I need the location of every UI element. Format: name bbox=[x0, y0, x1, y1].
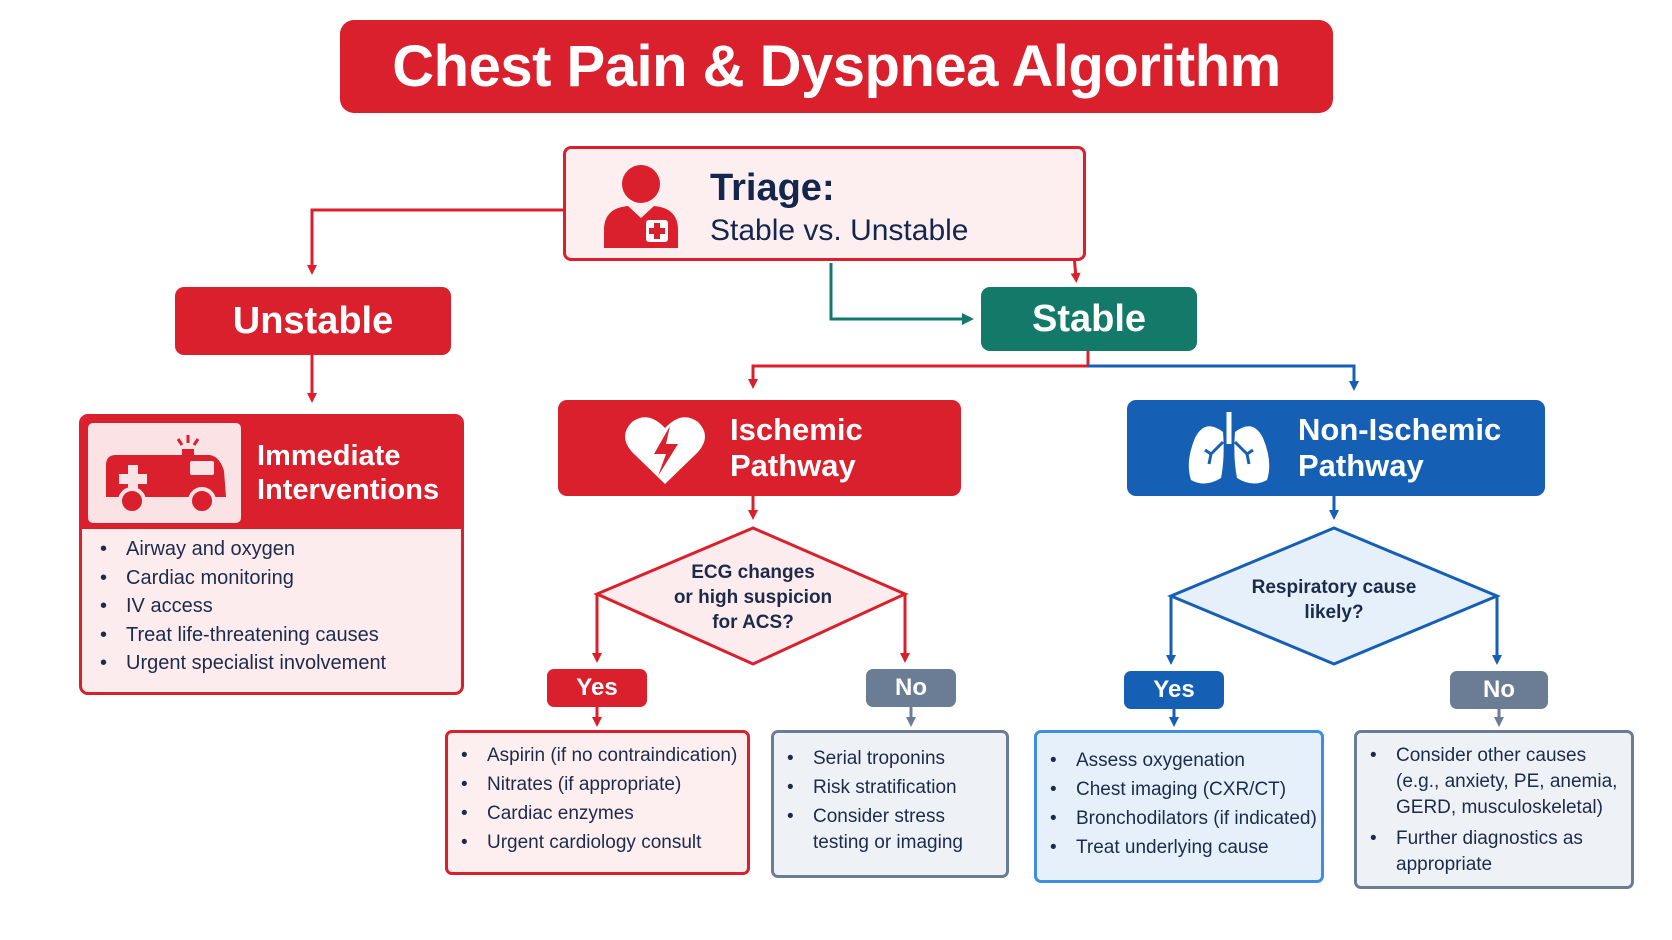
list-item: Further diagnostics as appropriate bbox=[1370, 826, 1631, 878]
acs-question-line2: or high suspicion bbox=[673, 587, 833, 608]
medical-person-icon bbox=[604, 165, 678, 248]
acs-no-label: No bbox=[866, 669, 956, 707]
respiratory-question: Respiratory cause likely? bbox=[1234, 575, 1434, 625]
acs-yes-actions-box: Aspirin (if no contraindication) Nitrate… bbox=[445, 730, 750, 875]
triage-subtitle: Stable vs. Unstable bbox=[710, 214, 969, 247]
arrow-stable-ischemic bbox=[748, 351, 1090, 389]
stable-node: Stable bbox=[981, 287, 1197, 351]
non-ischemic-label-line2: Pathway bbox=[1298, 448, 1424, 483]
triage-title: Triage: bbox=[710, 167, 835, 209]
respiratory-question-line1: Respiratory cause bbox=[1251, 577, 1417, 598]
list-item: IV access bbox=[100, 592, 461, 621]
list-item: Cardiac monitoring bbox=[100, 564, 461, 593]
respiratory-decision-diamond bbox=[1167, 526, 1501, 666]
non-ischemic-label-line1: Non-Ischemic bbox=[1298, 412, 1502, 447]
ischemic-label-line2: Pathway bbox=[730, 448, 856, 483]
ischemic-label: Ischemic Pathway bbox=[730, 412, 863, 484]
list-item: Urgent cardiology consult bbox=[461, 828, 747, 857]
acs-yes-label: Yes bbox=[547, 669, 647, 707]
respiratory-no-label: No bbox=[1450, 671, 1548, 709]
immediate-title-line2: Interventions bbox=[257, 474, 440, 506]
immediate-title: Immediate Interventions bbox=[257, 439, 439, 507]
unstable-node: Unstable bbox=[175, 287, 451, 355]
ischemic-pathway-node: Ischemic Pathway bbox=[558, 400, 961, 496]
list-item: Airway and oxygen bbox=[100, 535, 461, 564]
list-item: Urgent specialist involvement bbox=[100, 649, 461, 678]
acs-question: ECG changes or high suspicion for ACS? bbox=[653, 560, 853, 635]
acs-no-actions-box: Serial troponins Risk stratification Con… bbox=[771, 730, 1009, 878]
list-item: Risk stratification bbox=[787, 775, 1006, 801]
respiratory-question-line2: likely? bbox=[1304, 602, 1364, 623]
arrow-stable-nonischemic bbox=[1088, 364, 1359, 391]
ambulance-tile bbox=[88, 423, 241, 523]
acs-question-line1: ECG changes bbox=[691, 562, 815, 583]
page-title: Chest Pain & Dyspnea Algorithm bbox=[392, 34, 1281, 99]
heart-lightning-icon bbox=[625, 417, 705, 484]
list-item: Bronchodilators (if indicated) bbox=[1050, 804, 1321, 833]
non-ischemic-label: Non-Ischemic Pathway bbox=[1298, 412, 1501, 484]
arrow-triage-unstable bbox=[307, 208, 563, 275]
respiratory-no-actions-box: Consider other causes (e.g., anxiety, PE… bbox=[1354, 730, 1634, 889]
title-banner: Chest Pain & Dyspnea Algorithm bbox=[340, 20, 1333, 113]
respiratory-yes-label: Yes bbox=[1124, 671, 1224, 709]
list-item: Treat underlying cause bbox=[1050, 833, 1321, 862]
list-item: Serial troponins bbox=[787, 746, 1006, 772]
list-item: Consider other causes (e.g., anxiety, PE… bbox=[1370, 743, 1631, 821]
list-item: Treat life-threatening causes bbox=[100, 621, 461, 650]
acs-decision-diamond bbox=[593, 526, 909, 666]
immediate-title-line1: Immediate bbox=[257, 440, 401, 472]
list-item: Nitrates (if appropriate) bbox=[461, 770, 747, 799]
lungs-icon bbox=[1188, 412, 1270, 484]
list-item: Aspirin (if no contraindication) bbox=[461, 741, 747, 770]
non-ischemic-pathway-node: Non-Ischemic Pathway bbox=[1127, 400, 1545, 496]
acs-question-line3: for ACS? bbox=[712, 612, 794, 633]
immediate-header: Immediate Interventions bbox=[82, 417, 461, 529]
list-item: Cardiac enzymes bbox=[461, 799, 747, 828]
immediate-list: Airway and oxygen Cardiac monitoring IV … bbox=[82, 535, 461, 678]
triage-box: Triage: Stable vs. Unstable bbox=[563, 146, 1086, 261]
list-item: Chest imaging (CXR/CT) bbox=[1050, 775, 1321, 804]
ambulance-icon bbox=[106, 435, 226, 515]
list-item: Assess oxygenation bbox=[1050, 746, 1321, 775]
immediate-interventions-box: Immediate Interventions Airway and oxyge… bbox=[79, 414, 464, 695]
ischemic-label-line1: Ischemic bbox=[730, 412, 863, 447]
arrow-triage-stable bbox=[829, 263, 974, 325]
list-item: Consider stress testing or imaging bbox=[787, 804, 1006, 856]
respiratory-yes-actions-box: Assess oxygenation Chest imaging (CXR/CT… bbox=[1034, 730, 1324, 883]
